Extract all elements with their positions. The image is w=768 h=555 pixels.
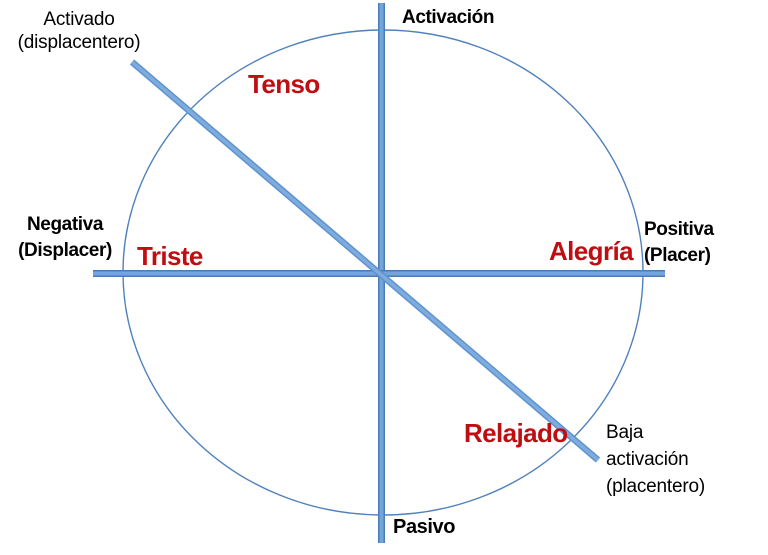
quadrant-label-tense: Tenso xyxy=(248,69,320,99)
axis-label-positive-valence: Positiva (Placer) xyxy=(644,219,714,266)
diagonal-axis xyxy=(130,60,600,462)
quadrant-label-relaxed: Relajado xyxy=(464,418,568,448)
axis-label-activation: Activación xyxy=(402,7,495,28)
quadrant-label-sad: Triste xyxy=(137,241,203,271)
axis-label-passive: Pasivo xyxy=(393,516,456,538)
quadrant-label-joy: Alegría xyxy=(549,236,634,266)
axis-label-negative-valence: Negativa (Displacer) xyxy=(18,214,112,261)
diagonal-label-activated: Activado (displacentero) xyxy=(17,9,141,53)
diagonal-label-low-activation: Baja activación (placentero) xyxy=(606,422,705,497)
